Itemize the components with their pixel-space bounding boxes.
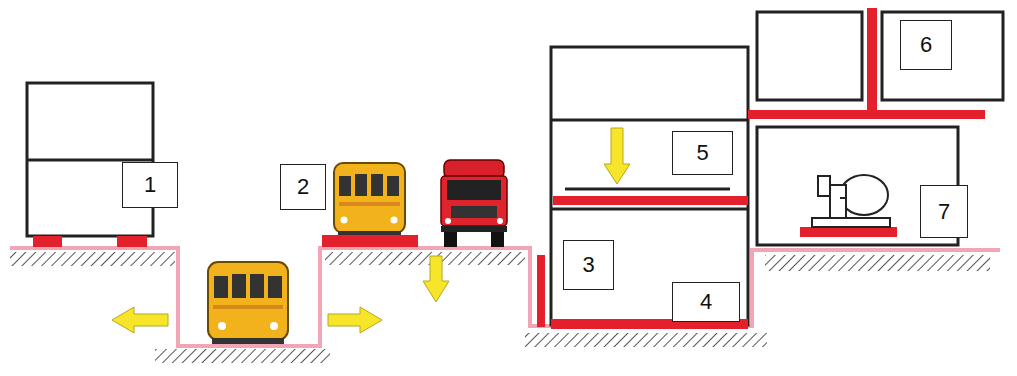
callout-number: 1 [144, 174, 156, 196]
callout-box: 1 [122, 162, 178, 208]
callout-box: 3 [563, 240, 614, 290]
ground-line [10, 248, 1000, 346]
callout-box: 7 [920, 185, 968, 238]
truck [441, 160, 507, 247]
callout-box: 6 [900, 20, 952, 70]
callout-box: 5 [672, 131, 733, 175]
callout-number: 5 [696, 142, 708, 164]
callout-number: 2 [297, 176, 309, 198]
callout-box: 4 [672, 282, 740, 322]
surface-train [322, 163, 418, 247]
callout-number: 4 [700, 291, 712, 313]
callout-number: 7 [938, 201, 950, 223]
building-right [748, 8, 1003, 245]
building-middle [537, 47, 748, 329]
ground-hatching [10, 252, 990, 363]
callout-number: 3 [582, 254, 594, 276]
callout-number: 6 [920, 34, 932, 56]
machine [800, 175, 897, 237]
underground-train [208, 262, 288, 344]
callout-box: 2 [280, 164, 326, 210]
